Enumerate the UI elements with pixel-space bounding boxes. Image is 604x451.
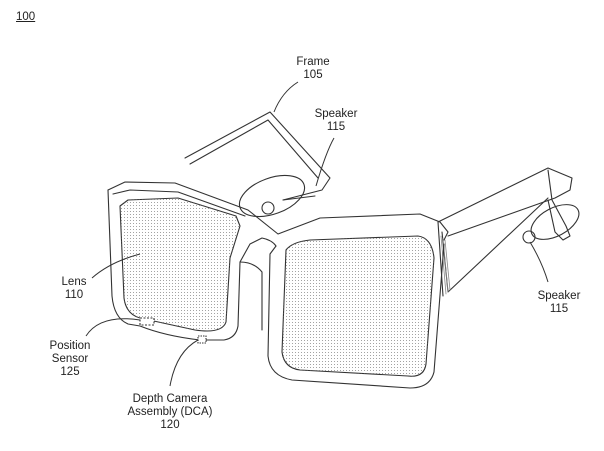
leader-speaker-right (529, 241, 549, 283)
left-temple-arm (184, 111, 331, 201)
dca-box (197, 335, 207, 344)
label-speaker-upper-ref: 115 (326, 121, 346, 133)
figure-number: 100 (16, 11, 36, 23)
leader-lens (91, 253, 141, 279)
label-dca-ref: 120 (160, 419, 180, 431)
label-speaker-right-ref: 115 (549, 303, 569, 315)
label-lens-name: Lens (61, 276, 87, 288)
label-speaker-upper-name: Speaker (314, 108, 358, 120)
leader-speaker-upper (315, 137, 335, 187)
label-frame: Frame 105 (281, 56, 345, 82)
speaker-right (522, 204, 580, 244)
label-position-sensor-ref: 125 (60, 366, 80, 378)
leader-dca (169, 339, 199, 387)
label-position-sensor-name-1: Position (49, 340, 91, 352)
label-speaker-upper: Speaker 115 (304, 108, 368, 134)
label-position-sensor: Position Sensor 125 (38, 340, 102, 379)
left-lens (120, 198, 240, 331)
leader-frame (273, 81, 299, 113)
position-sensor-box (139, 317, 155, 326)
label-speaker-right: Speaker 115 (527, 290, 591, 316)
label-dca: Depth Camera Assembly (DCA) 120 (110, 393, 230, 432)
label-frame-ref: 105 (303, 69, 323, 81)
leader-position-sensor (85, 318, 141, 337)
label-position-sensor-name-2: Sensor (51, 353, 89, 365)
speaker-upper (238, 174, 306, 218)
label-dca-name-2: Assembly (DCA) (127, 406, 213, 418)
label-lens-ref: 110 (64, 289, 84, 301)
label-frame-name: Frame (296, 56, 330, 68)
label-dca-name-1: Depth Camera (132, 393, 208, 405)
label-speaker-right-name: Speaker (537, 290, 581, 302)
label-lens: Lens 110 (54, 276, 94, 302)
right-temple-arm (437, 167, 573, 297)
right-lens (282, 236, 434, 377)
